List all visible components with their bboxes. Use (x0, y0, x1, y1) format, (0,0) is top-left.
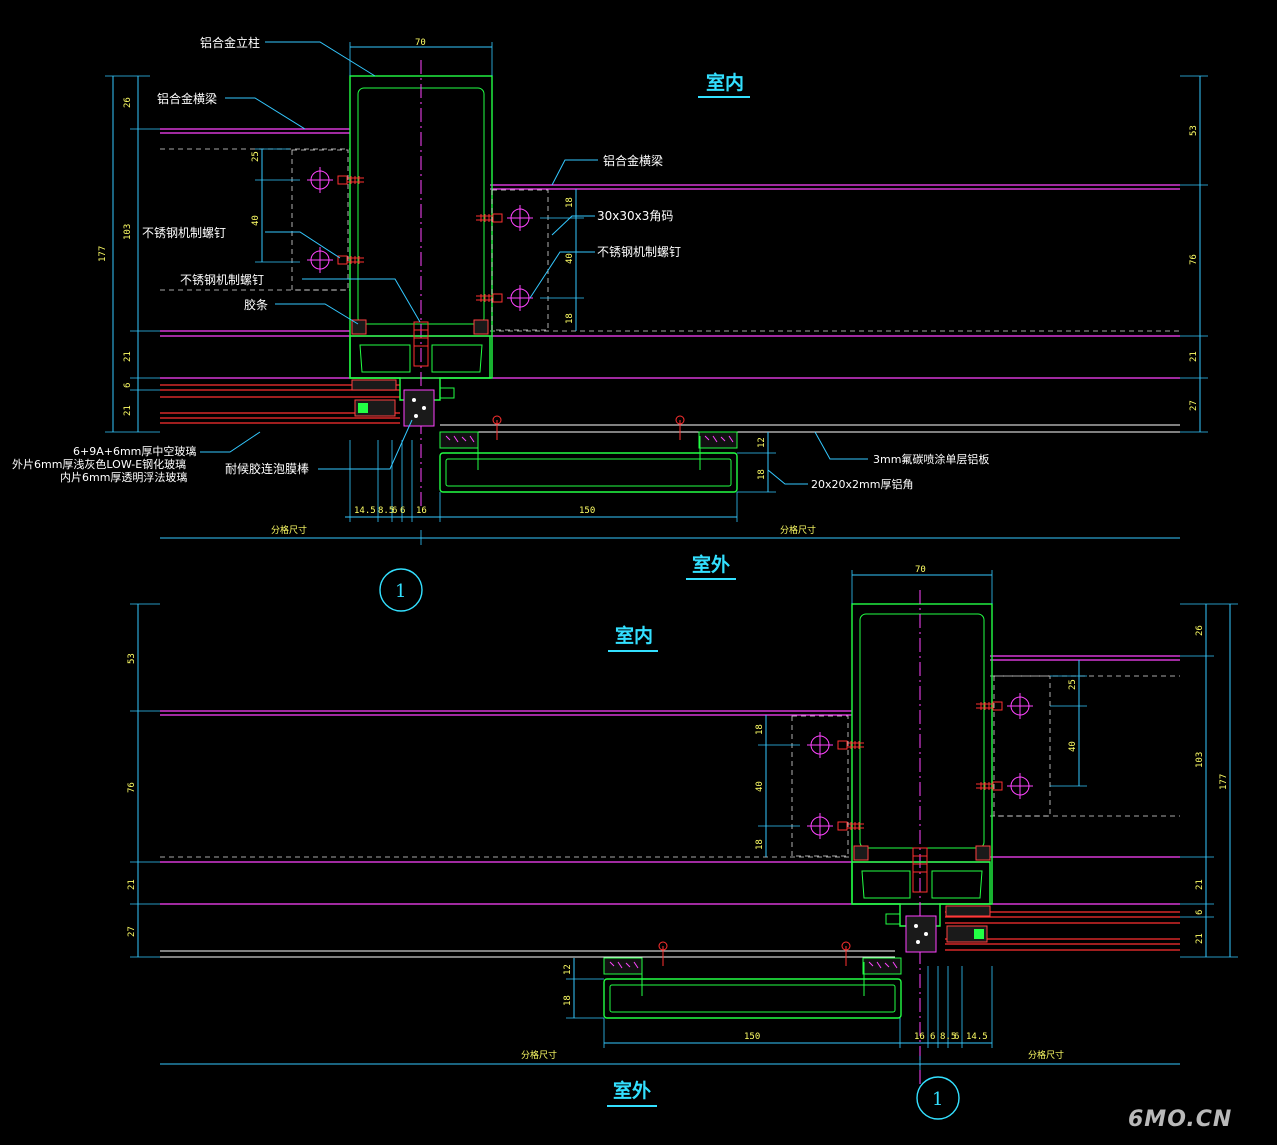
dim-b-d-12: 12 (563, 964, 573, 975)
label-screw-left-1: 不锈钢机制螺钉 (142, 226, 226, 240)
dim-b-b-6a: 6 (930, 1032, 935, 1042)
dim-b-in-25: 25 (1068, 679, 1078, 690)
top-panel-frame (439, 415, 738, 493)
top-screws (291, 149, 549, 331)
dim-b-left-27: 27 (127, 926, 137, 937)
label-corner: 20x20x2mm厚铝角 (811, 477, 913, 491)
dim-r-40: 40 (565, 253, 575, 264)
dim-left-6: 6 (123, 383, 133, 388)
dim-in-40: 40 (251, 215, 261, 226)
room-outside-bottom: 室外 (613, 1079, 651, 1102)
label-b-grid-left: 分格尺寸 (521, 1049, 557, 1061)
dim-far-27: 27 (1189, 400, 1199, 411)
bottom-screws (791, 675, 1051, 857)
dim-d-18: 18 (757, 469, 767, 480)
label-beam-left: 铝合金横梁 (157, 91, 217, 106)
dim-b-d-18: 18 (563, 995, 573, 1006)
dim-far-76: 76 (1189, 254, 1199, 265)
label-glass-1: 6+9A+6mm厚中空玻璃 (73, 444, 196, 458)
dim-b-l-18b: 18 (755, 839, 765, 850)
label-glass-3: 内片6mm厚透明浮法玻璃 (60, 470, 187, 484)
dim-b-right-21a: 21 (1195, 879, 1205, 890)
room-outside-top: 室外 (692, 553, 730, 576)
label-screw-right: 不锈钢机制螺钉 (597, 245, 681, 259)
dim-left-103: 103 (123, 224, 133, 240)
dim-r-18a: 18 (565, 197, 575, 208)
dim-b-16: 16 (416, 506, 427, 516)
label-rubber: 胶条 (244, 297, 268, 312)
dim-b-150: 150 (579, 506, 595, 516)
dim-b-b-8-5: 8.5 (940, 1032, 956, 1042)
dim-left-21b: 21 (123, 405, 133, 416)
label-grid-left: 分格尺寸 (271, 524, 307, 536)
dim-left-26: 26 (123, 97, 133, 108)
dim-b-14-5: 14.5 (354, 506, 376, 516)
watermark: 6MO.CN (1128, 1107, 1232, 1132)
dim-left-177: 177 (98, 246, 108, 262)
dim-left-21a: 21 (123, 351, 133, 362)
label-foam: 耐候胶连泡膜棒 (225, 461, 309, 476)
detail-mark-bottom-number: 1 (932, 1089, 943, 1110)
detail-mark-top-number: 1 (395, 581, 406, 602)
top-detail: 铝合金立柱 铝合金横梁 铝合金横梁 30x30x3角码 不锈钢机制螺钉 不锈钢机… (12, 35, 1208, 612)
dim-in-25: 25 (251, 151, 261, 162)
label-grid-right: 分格尺寸 (780, 524, 816, 536)
label-beam-right: 铝合金横梁 (603, 153, 663, 168)
label-glass-2: 外片6mm厚浅灰色LOW-E钢化玻璃 (12, 457, 186, 471)
dim-b-b-6b: 6 (954, 1032, 959, 1042)
label-panel: 3mm氟碳喷涂单层铝板 (873, 452, 989, 466)
dim-b-right-177: 177 (1219, 774, 1229, 790)
dim-b-8-5: 8.5 (378, 506, 394, 516)
dim-b-in-40: 40 (1068, 741, 1078, 752)
top-leaders (200, 41, 868, 485)
dim-b-b-16: 16 (914, 1032, 925, 1042)
detail-mark-bottom (916, 1076, 960, 1120)
dim-d-12: 12 (757, 437, 767, 448)
dim-b-b-14-5: 14.5 (966, 1032, 988, 1042)
dim-b-l-18a: 18 (755, 724, 765, 735)
bottom-column (851, 590, 993, 1085)
dim-b-right-103: 103 (1195, 752, 1205, 768)
detail-mark-top (379, 568, 423, 612)
dim-width: 70 (415, 38, 426, 48)
top-dimensions (105, 42, 1208, 545)
dim-b-right-21b: 21 (1195, 933, 1205, 944)
dim-b-right-26: 26 (1195, 625, 1205, 636)
dim-b-l-40: 40 (755, 781, 765, 792)
dim-b-left-53: 53 (127, 653, 137, 664)
dim-b-left-21: 21 (127, 879, 137, 890)
dim-far-53: 53 (1189, 125, 1199, 136)
room-inside-top: 室内 (706, 71, 744, 94)
label-column: 铝合金立柱 (200, 35, 260, 50)
bottom-dimensions (130, 570, 1238, 1070)
room-inside-bottom: 室内 (615, 624, 653, 647)
dim-far-21: 21 (1189, 351, 1199, 362)
dim-b-left-76: 76 (127, 782, 137, 793)
dim-b-b-150: 150 (744, 1032, 760, 1042)
dim-b-right-6: 6 (1195, 910, 1205, 915)
dim-b-6b: 6 (400, 506, 405, 516)
label-b-grid-right: 分格尺寸 (1028, 1049, 1064, 1061)
dim-b-width: 70 (915, 565, 926, 575)
bottom-detail: 70 53 76 21 27 18 40 18 25 40 26 103 177… (127, 565, 1238, 1120)
dim-r-18b: 18 (565, 313, 575, 324)
bottom-glass (945, 911, 1180, 951)
bottom-panel-frame (603, 941, 902, 1019)
dim-b-6a: 6 (392, 506, 397, 516)
label-screw-left-2: 不锈钢机制螺钉 (180, 273, 264, 287)
label-angle: 30x30x3角码 (597, 209, 673, 223)
